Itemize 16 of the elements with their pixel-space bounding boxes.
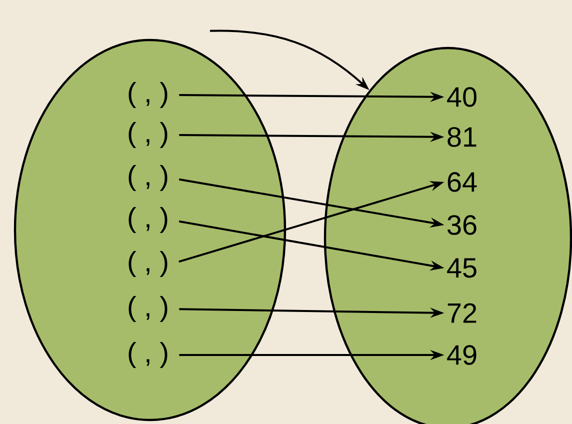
set-ellipse bbox=[324, 46, 572, 424]
ordered-pair: ( , ) bbox=[128, 164, 168, 192]
number-label: 45 bbox=[447, 258, 476, 278]
number-label: 36 bbox=[448, 215, 476, 235]
ordered-pair: ( , ) bbox=[128, 296, 168, 322]
ordered-pair: ( , ) bbox=[128, 342, 168, 368]
set-ellipse bbox=[14, 38, 286, 422]
ordered-pair: ( , ) bbox=[128, 206, 168, 234]
ordered-pair: ( , ) bbox=[128, 250, 168, 278]
ordered-pair: ( , ) bbox=[128, 82, 168, 108]
number-label: 81 bbox=[448, 127, 476, 147]
number-label: 40 bbox=[447, 87, 476, 107]
number-label: 72 bbox=[448, 303, 476, 323]
number-label: 49 bbox=[447, 345, 476, 365]
number-label: 64 bbox=[448, 172, 477, 192]
ordered-pair: ( , ) bbox=[128, 122, 168, 148]
